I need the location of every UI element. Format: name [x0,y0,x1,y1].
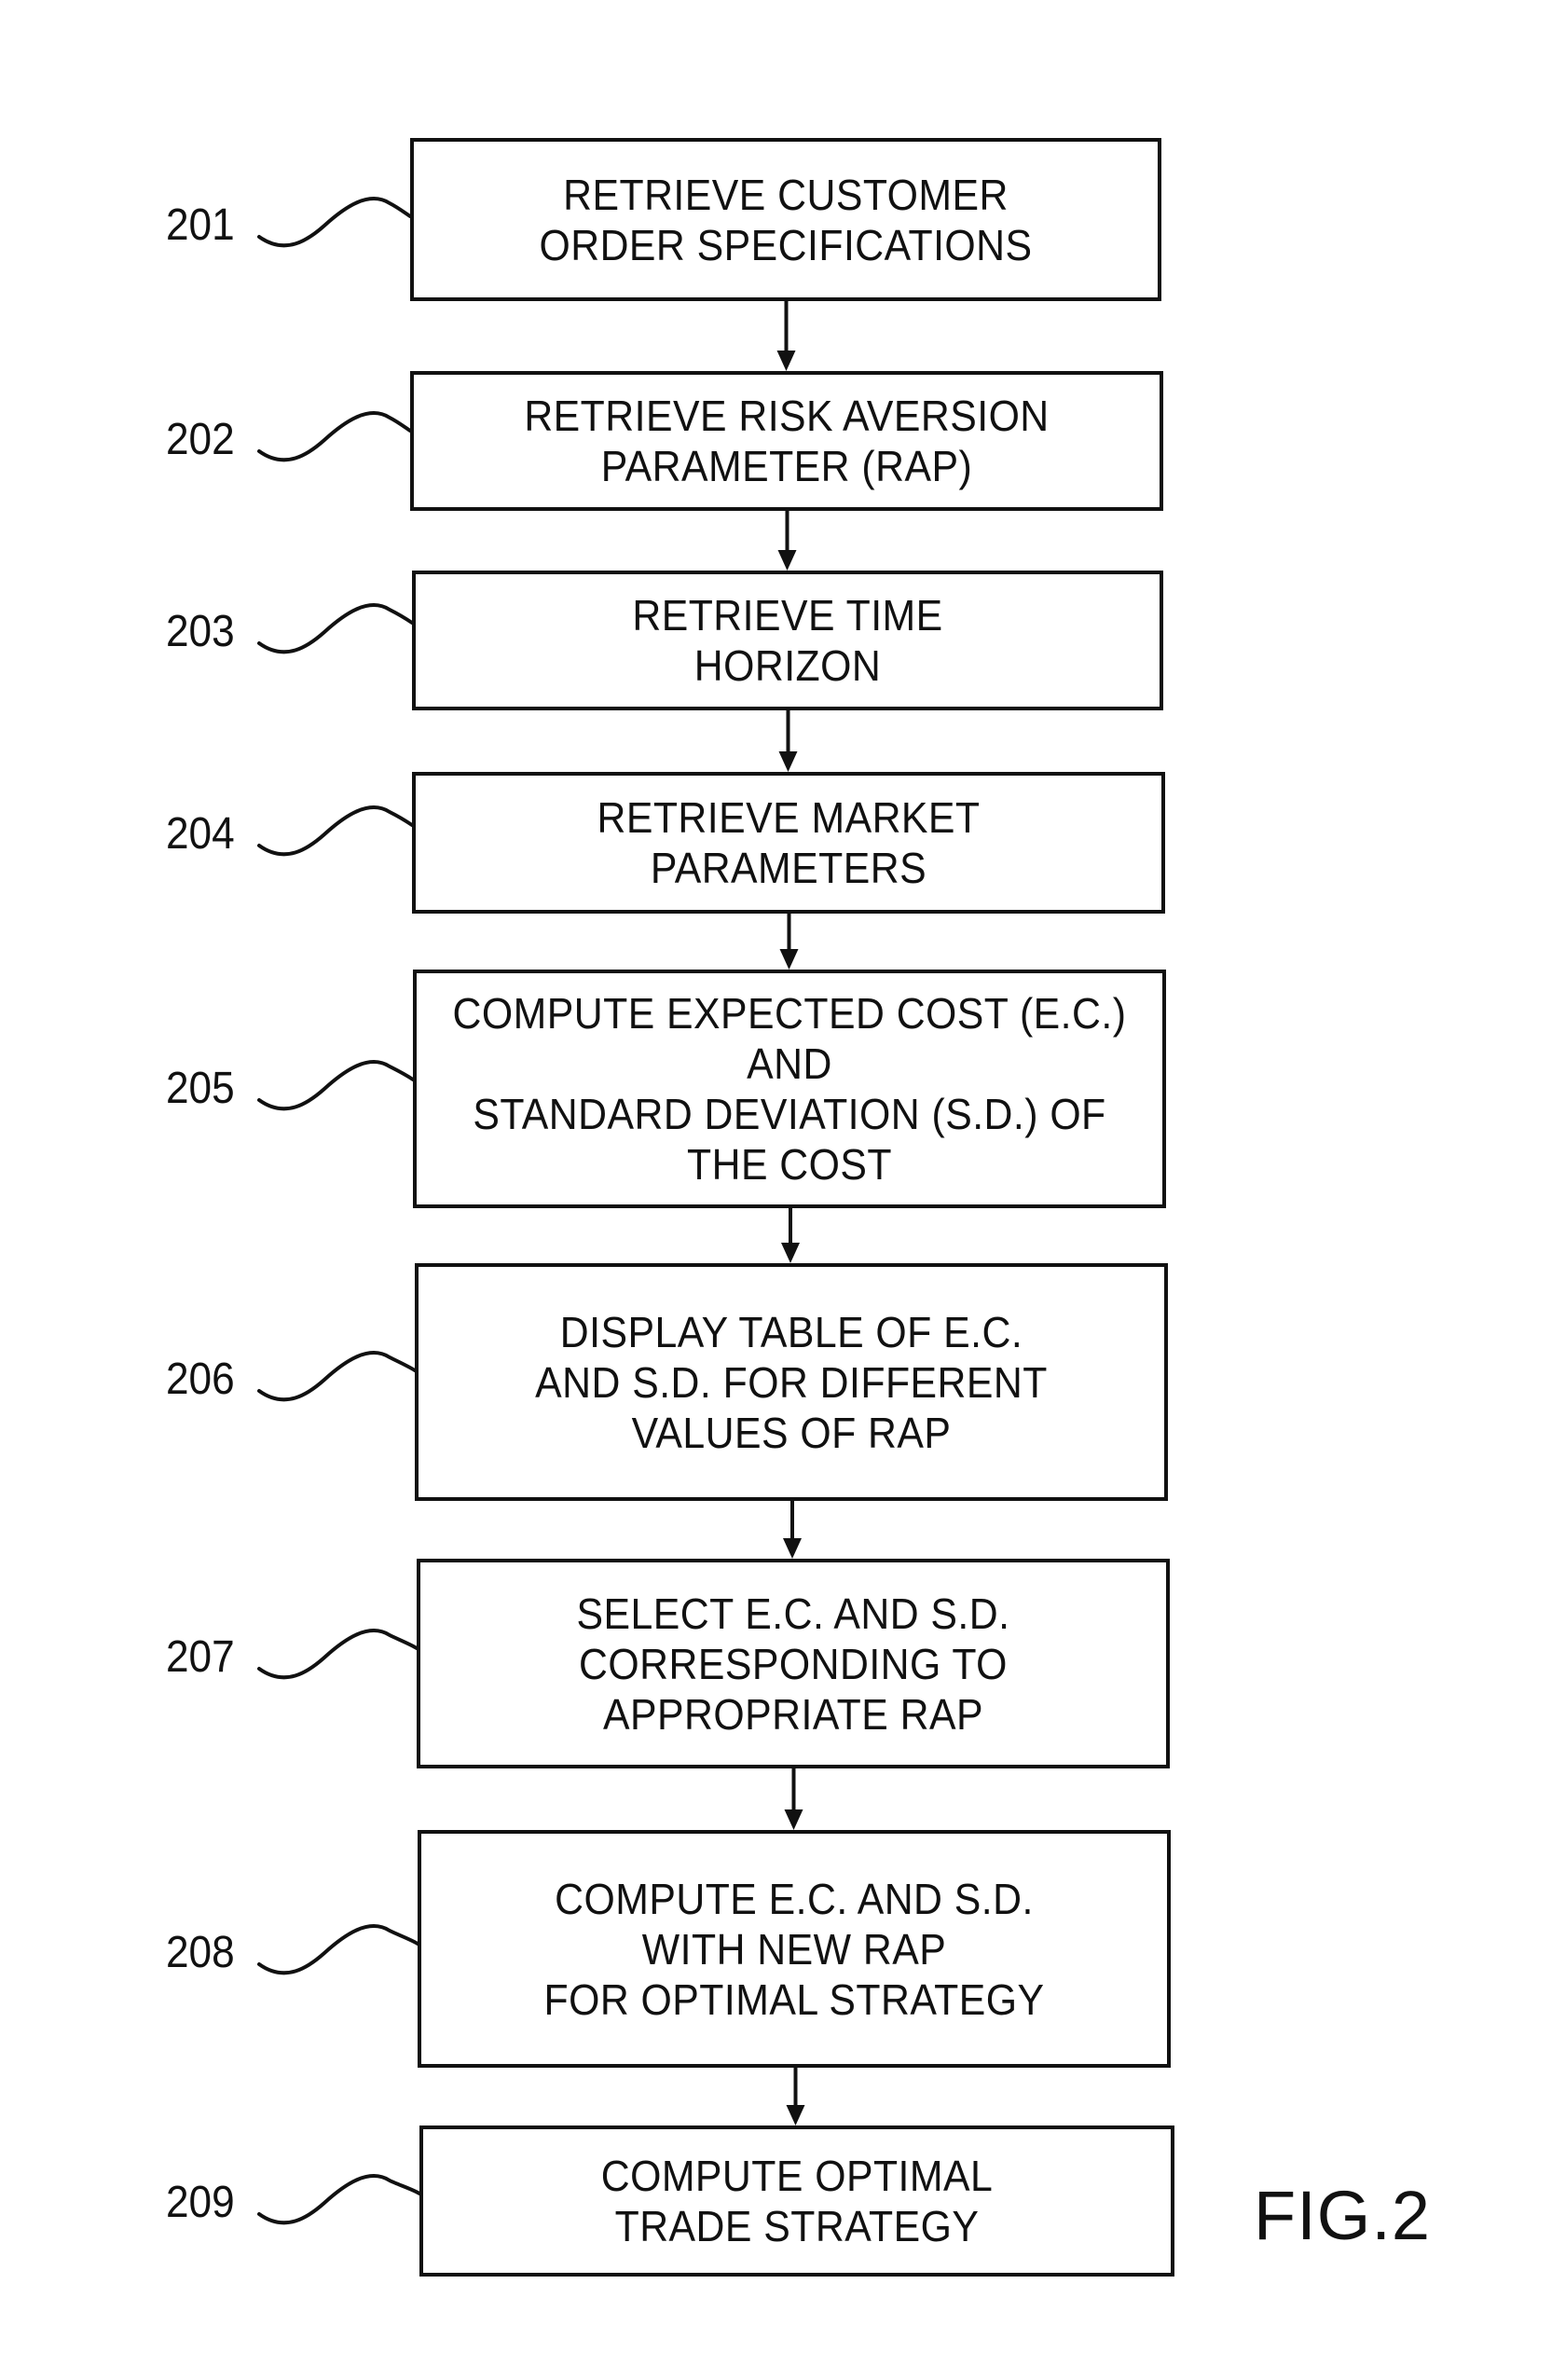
step-text-line: RETRIEVE MARKET [442,792,1135,843]
step-box-202: RETRIEVE RISK AVERSIONPARAMETER (RAP) [410,371,1163,511]
flow-arrowhead-204 [780,949,799,970]
step-box-201: RETRIEVE CUSTOMERORDER SPECIFICATIONS [410,138,1161,301]
leader-line-203 [259,605,412,652]
step-text-206: DISPLAY TABLE OF E.C.AND S.D. FOR DIFFER… [445,1307,1138,1458]
step-ref-209: 209 [166,2177,235,2229]
step-text-line: APPROPRIATE RAP [446,1689,1140,1740]
step-text-line: PARAMETERS [442,843,1135,893]
step-text-line: TRADE STRATEGY [449,2201,1145,2251]
step-text-line: DISPLAY TABLE OF E.C. [445,1307,1138,1357]
step-text-208: COMPUTE E.C. AND S.D.WITH NEW RAPFOR OPT… [447,1874,1141,2025]
flow-arrowhead-203 [779,751,798,772]
step-text-line: COMPUTE EXPECTED COST (E.C.) [443,988,1136,1039]
step-ref-203: 203 [166,606,235,658]
step-box-204: RETRIEVE MARKETPARAMETERS [412,772,1165,914]
flow-arrowhead-207 [785,1809,803,1830]
figure-label: FIG.2 [1254,2177,1431,2255]
step-ref-202: 202 [166,414,235,466]
step-text-line: AND S.D. FOR DIFFERENT [445,1357,1138,1408]
leader-line-206 [259,1353,415,1399]
step-text-line: RETRIEVE CUSTOMER [440,170,1132,220]
step-box-203: RETRIEVE TIMEHORIZON [412,571,1163,710]
step-box-209: COMPUTE OPTIMALTRADE STRATEGY [419,2125,1174,2277]
leader-line-201 [259,199,410,245]
flow-arrowhead-202 [778,550,797,571]
step-text-202: RETRIEVE RISK AVERSIONPARAMETER (RAP) [440,391,1133,491]
step-text-line: COMPUTE OPTIMAL [449,2151,1145,2201]
step-text-line: ORDER SPECIFICATIONS [440,220,1132,270]
step-text-line: WITH NEW RAP [447,1924,1141,1974]
step-text-207: SELECT E.C. AND S.D.CORRESPONDING TOAPPR… [446,1589,1140,1740]
flow-arrowhead-208 [787,2105,805,2125]
step-text-line: THE COST [443,1139,1136,1190]
flow-arrowhead-206 [783,1538,802,1559]
step-text-201: RETRIEVE CUSTOMERORDER SPECIFICATIONS [440,170,1132,270]
step-box-205: COMPUTE EXPECTED COST (E.C.)ANDSTANDARD … [413,970,1166,1208]
leader-line-208 [259,1926,418,1973]
step-ref-205: 205 [166,1063,235,1115]
step-text-line: SELECT E.C. AND S.D. [446,1589,1140,1639]
step-text-line: VALUES OF RAP [445,1408,1138,1458]
step-ref-204: 204 [166,808,235,860]
step-ref-208: 208 [166,1927,235,1979]
leader-line-209 [259,2176,419,2222]
step-text-line: RETRIEVE TIME [442,590,1133,640]
step-text-line: CORRESPONDING TO [446,1639,1140,1689]
step-text-line: COMPUTE E.C. AND S.D. [447,1874,1141,1924]
step-ref-207: 207 [166,1631,235,1684]
flow-arrowhead-205 [781,1243,800,1263]
step-text-204: RETRIEVE MARKETPARAMETERS [442,792,1135,893]
flow-arrowhead-201 [777,351,796,371]
step-box-208: COMPUTE E.C. AND S.D.WITH NEW RAPFOR OPT… [418,1830,1171,2068]
step-text-line: FOR OPTIMAL STRATEGY [447,1974,1141,2025]
leader-line-204 [259,807,412,854]
step-text-203: RETRIEVE TIMEHORIZON [442,590,1133,691]
leader-line-207 [259,1630,417,1677]
step-text-line: PARAMETER (RAP) [440,441,1133,491]
step-ref-206: 206 [166,1354,235,1406]
step-text-205: COMPUTE EXPECTED COST (E.C.)ANDSTANDARD … [443,988,1136,1190]
step-text-line: RETRIEVE RISK AVERSION [440,391,1133,441]
step-text-line: HORIZON [442,640,1133,691]
leader-line-205 [259,1062,413,1108]
step-box-207: SELECT E.C. AND S.D.CORRESPONDING TOAPPR… [417,1559,1170,1768]
step-text-line: AND [443,1039,1136,1089]
step-text-209: COMPUTE OPTIMALTRADE STRATEGY [449,2151,1145,2251]
leader-line-202 [259,413,410,460]
step-box-206: DISPLAY TABLE OF E.C.AND S.D. FOR DIFFER… [415,1263,1168,1501]
step-text-line: STANDARD DEVIATION (S.D.) OF [443,1089,1136,1139]
step-ref-201: 201 [166,199,235,252]
